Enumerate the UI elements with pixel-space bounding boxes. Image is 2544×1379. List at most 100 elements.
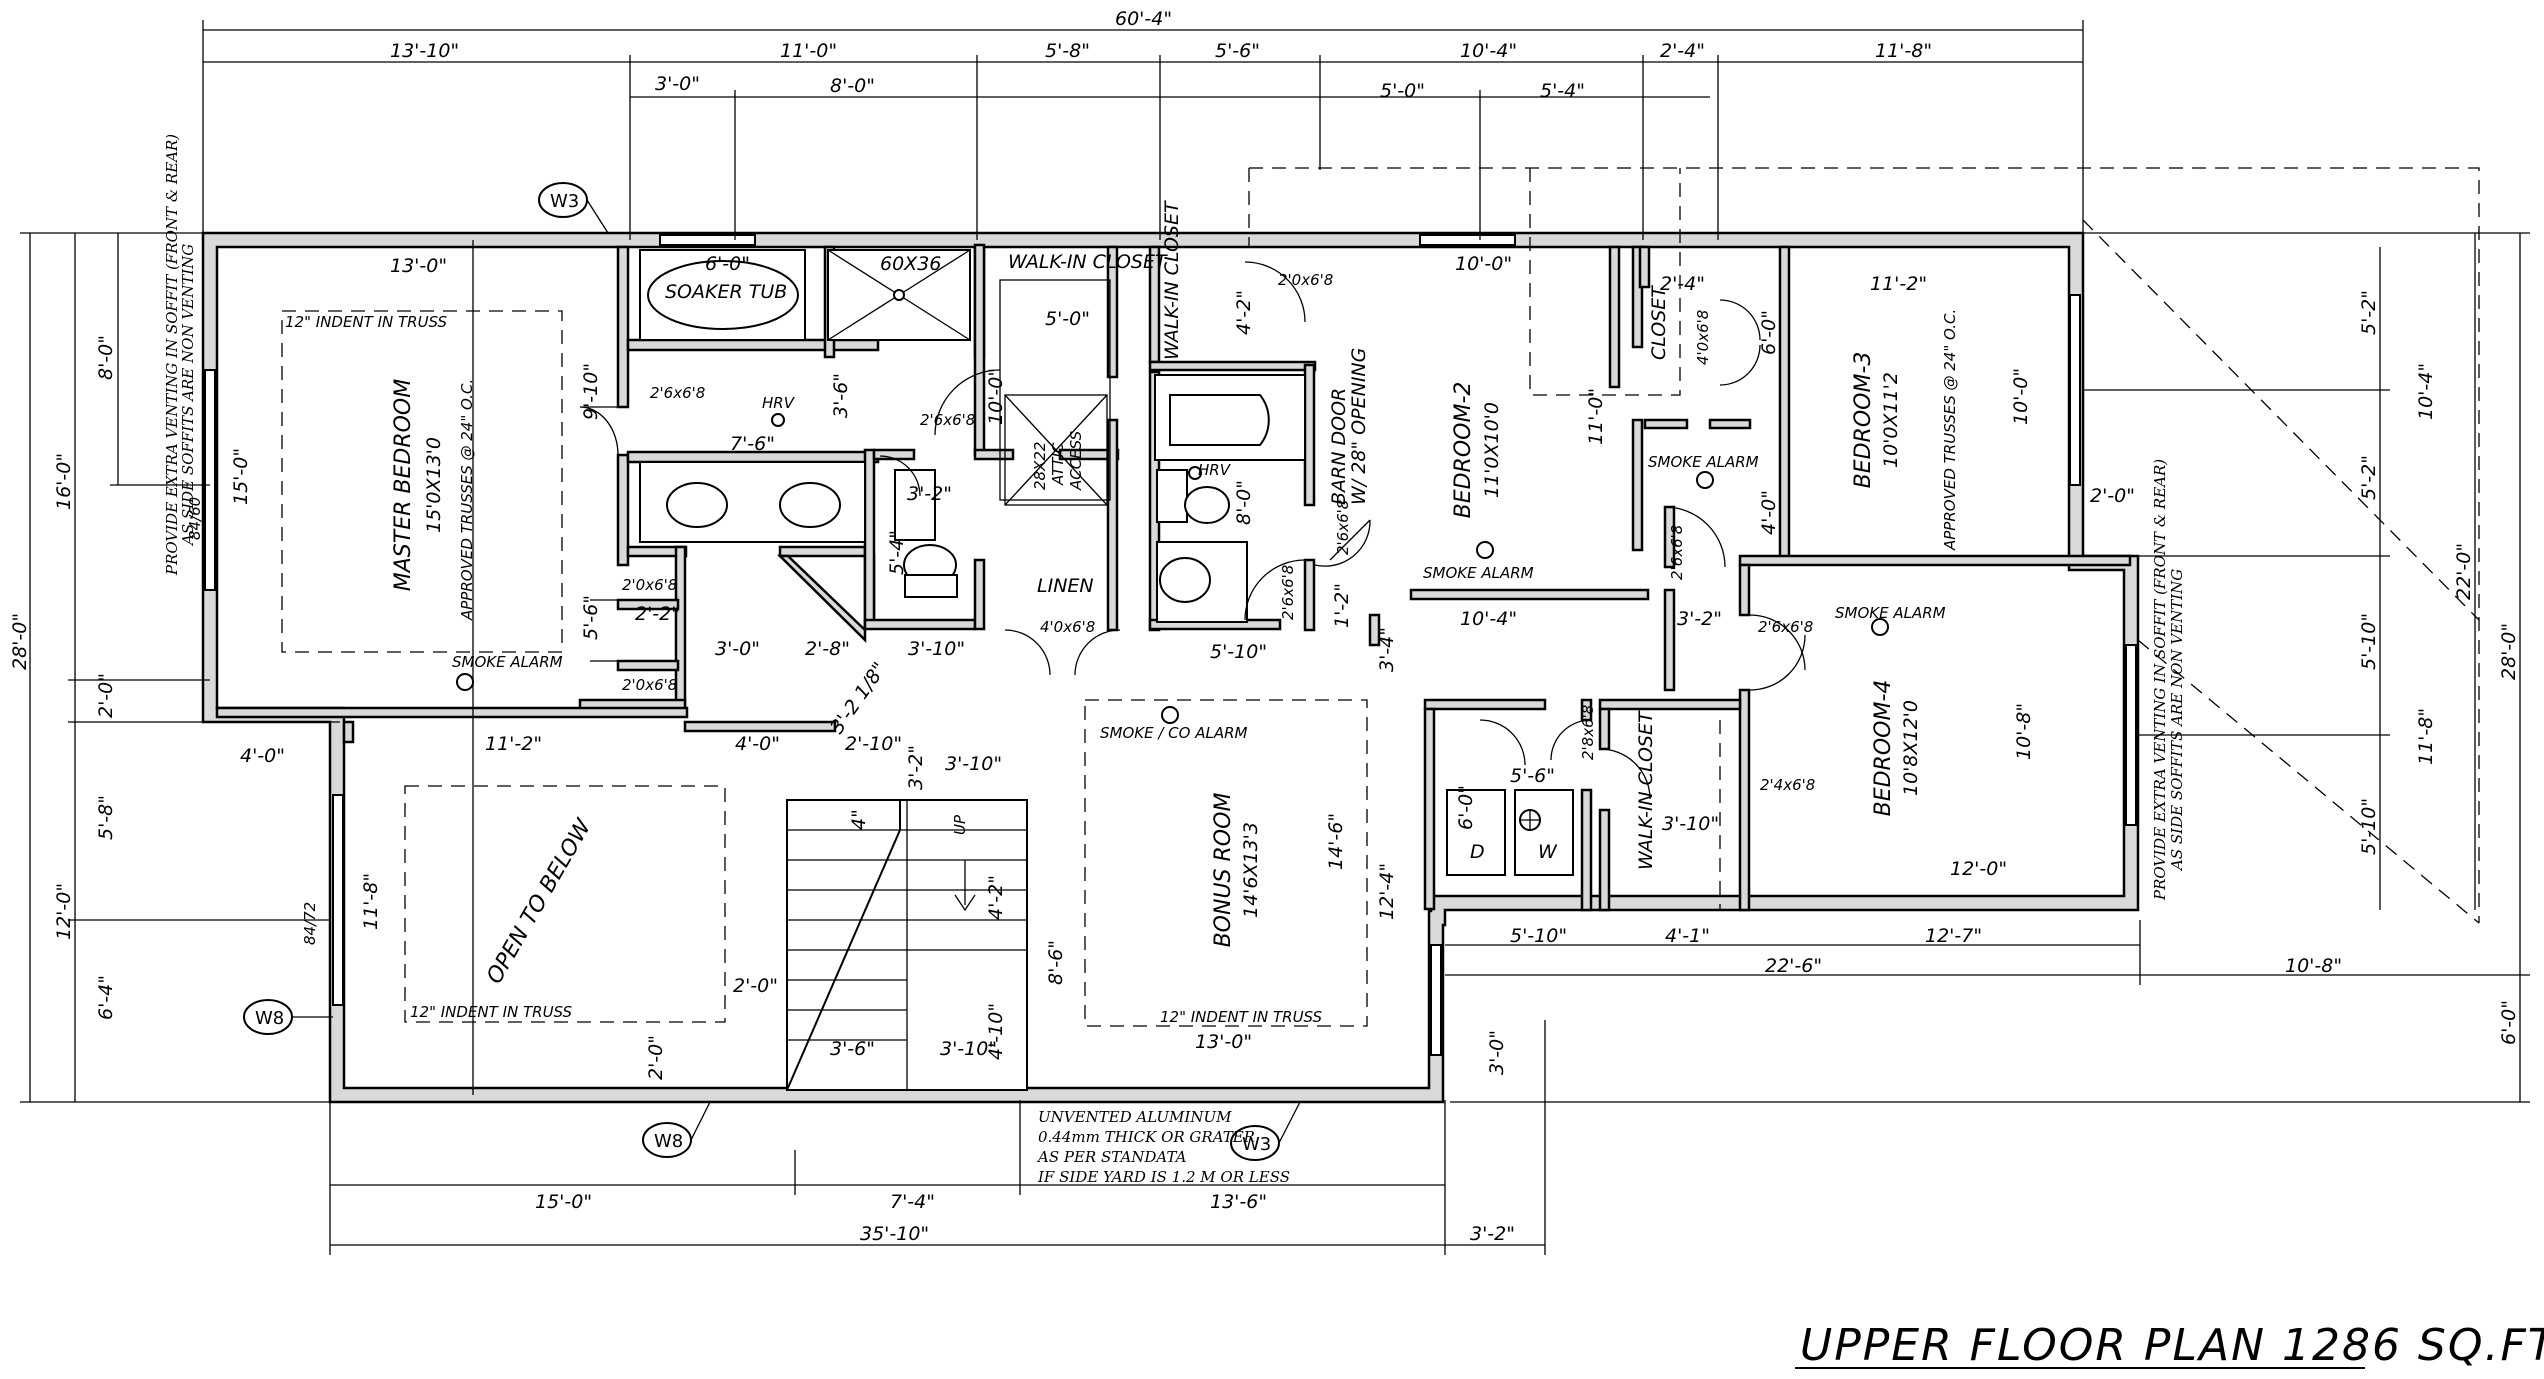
room-bonus-room-size: 14'6X13'3	[1240, 822, 1262, 918]
venting-note-left-2: AS SIDE SOFFITS ARE NON VENTING	[179, 244, 197, 547]
dim-label: 11'-0"	[1585, 388, 1607, 445]
aluminum-note-2: 0.44mm THICK OR GRATER	[1038, 1128, 1255, 1146]
room-bedroom-2-size: 11'0X10'0	[1481, 402, 1503, 498]
dim-label: 3'-10"	[945, 753, 1002, 775]
dim-label: 2'-10"	[845, 733, 902, 755]
plan-title: UPPER FLOOR PLAN 1286 SQ.FT.	[1800, 1320, 2544, 1371]
door-label: 4'0x6'8	[1040, 618, 1095, 636]
room-bedroom-4: BEDROOM-4	[1871, 680, 1896, 817]
dryer-label: D	[1470, 841, 1485, 863]
dim-label: 2'-0"	[95, 673, 117, 718]
dim-label: 7'-6"	[730, 433, 775, 455]
dim-label: 5'-0"	[1045, 308, 1090, 330]
attic-access-size: 28X22	[1031, 442, 1049, 490]
soaker-tub-label: SOAKER TUB	[665, 281, 787, 303]
room-open-to-below: OPEN TO BELOW	[482, 814, 597, 988]
room-master-bedroom: MASTER BEDROOM	[391, 379, 416, 591]
barn-opening-label: W/ 28" OPENING	[1348, 348, 1370, 505]
dim-label: 10'-4"	[1460, 40, 1517, 62]
dimension-text: 60'-4" 13'-10" 11'-0" 5'-8" 5'-6" 10'-4"…	[9, 8, 2520, 1245]
room-closet: CLOSET	[1648, 285, 1670, 360]
dim-label: 3'-2"	[905, 745, 927, 790]
dim-label: 5'-10"	[2358, 798, 2380, 855]
dim-label: 6'-4"	[95, 975, 117, 1020]
dim-label: 8'-6"	[1045, 940, 1067, 985]
room-bedroom-3-size: 10'0X11'2	[1880, 372, 1902, 468]
dim-label: 8'-0"	[95, 335, 117, 380]
hrv-icon	[771, 413, 785, 427]
attic-access-label: ATTIC	[1049, 442, 1067, 486]
dim-label: 3'-0"	[1486, 1030, 1508, 1075]
door-label: 2'6x6'8	[1279, 565, 1297, 620]
dimension-lines	[20, 20, 2530, 1255]
dim-label: 13'-0"	[1195, 1031, 1252, 1053]
dim-label: 28'-0"	[9, 613, 31, 670]
hidden-lines	[281, 167, 2480, 1027]
door-label: 2'0x6'8	[622, 576, 677, 594]
dim-label: 10'-8"	[2013, 703, 2035, 760]
dim-label: 3'-10"	[940, 1038, 997, 1060]
dim-label: 5'-8"	[1045, 40, 1090, 62]
dim-label: 16'-0"	[53, 453, 75, 510]
dim-label: 2'-4"	[1660, 273, 1705, 295]
dim-label: 8'-0"	[1233, 480, 1255, 525]
dim-label: 13'-10"	[390, 40, 459, 62]
dim-label: 15'-0"	[535, 1191, 592, 1213]
dim-label: 5'-10"	[2358, 613, 2380, 670]
dim-label: 9'-10"	[580, 363, 602, 420]
dim-label: 5'-8"	[95, 795, 117, 840]
dim-label: 3'-2"	[1470, 1223, 1515, 1245]
door-swings	[579, 261, 1806, 800]
smoke-co-alarm-icon	[1161, 706, 1179, 724]
dim-label: 2'-4"	[1660, 40, 1705, 62]
dim-label: 4'-2"	[1233, 290, 1255, 335]
dim-label: 4'-0"	[240, 745, 285, 767]
aluminum-note-4: IF SIDE YARD IS 1.2 M OR LESS	[1037, 1168, 1290, 1186]
smoke-alarm-icon	[456, 673, 474, 691]
dim-label: 2'-0"	[2090, 485, 2135, 507]
dim-label: 3'-10"	[908, 638, 965, 660]
windows	[204, 234, 2137, 1056]
dim-label: 35'-10"	[860, 1223, 929, 1245]
tag-w3-top: W3	[550, 191, 579, 212]
indent-note-open: 12" INDENT IN TRUSS	[410, 1003, 573, 1021]
dim-label: 6'-0"	[1758, 310, 1780, 355]
room-walkin-closet-top: WALK-IN CLOSET	[1008, 251, 1168, 273]
trusses-note-master: APPROVED TRUSSES @ 24" O.C.	[458, 379, 476, 621]
smoke-alarm-label-bedroom2: SMOKE ALARM	[1423, 564, 1534, 582]
dim-label: 11'-8"	[2415, 708, 2437, 765]
venting-note-right-2: AS SIDE SOFFITS ARE NON VENTING	[2168, 569, 2186, 872]
dim-label: 3'-0"	[715, 638, 760, 660]
indent-note-master: 12" INDENT IN TRUSS	[285, 313, 448, 331]
window-size-8460: 84/60	[186, 497, 204, 540]
stair-up-label: UP	[951, 814, 969, 835]
dim-label: 5'-6"	[1510, 765, 1555, 787]
dim-label: 13'-6"	[1210, 1191, 1267, 1213]
dim-label: 10'-0"	[985, 368, 1007, 425]
smoke-alarm-icon	[1871, 618, 1889, 636]
dim-label: 6'-0"	[1455, 785, 1477, 830]
window-size-8472: 84/72	[301, 902, 319, 945]
dim-label: 11'-8"	[1875, 40, 1932, 62]
tag-w8-bottom: W8	[654, 1131, 683, 1152]
door-label: 2'6x6'8	[1668, 525, 1686, 580]
shower-label: 60X36	[880, 253, 941, 275]
barn-door-label: BARN DOOR	[1328, 388, 1350, 505]
door-label: 2'0x6'8	[622, 676, 677, 694]
dim-label: 6'-0"	[705, 253, 750, 275]
smoke-alarm-icon	[1696, 471, 1714, 489]
dim-label: 12'-0"	[1950, 858, 2007, 880]
hrv-icon	[1188, 466, 1202, 480]
room-master-bedroom-size: 15'0X13'0	[423, 437, 445, 533]
dim-label: 4'-0"	[1758, 490, 1780, 535]
dim-label: 12'-4"	[1376, 863, 1398, 920]
dim-label: 11'-2"	[1870, 273, 1927, 295]
dim-label: 11'-0"	[780, 40, 837, 62]
dim-label: 3'-6"	[830, 373, 852, 418]
dim-label: 5'-2"	[2358, 290, 2380, 335]
dim-label: 5'-4"	[1540, 80, 1585, 102]
indent-note-bonus: 12" INDENT IN TRUSS	[1160, 1008, 1323, 1026]
dim-label: 2'-0"	[733, 975, 778, 997]
window-tag-callouts	[243, 182, 1301, 1161]
dim-label: 4'-2"	[985, 875, 1007, 920]
